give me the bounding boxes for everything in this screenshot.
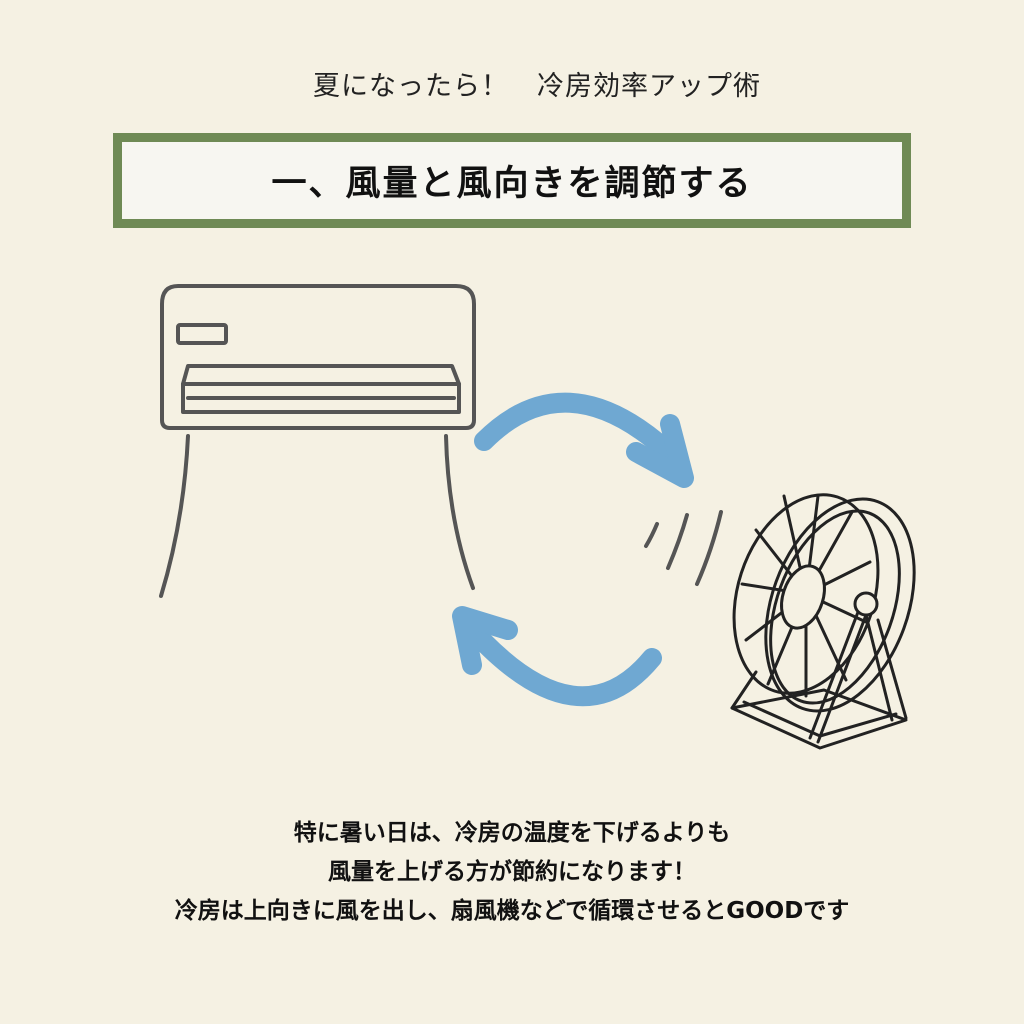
electric-fan-icon — [730, 493, 916, 750]
air-conditioner-icon — [159, 284, 476, 598]
caption-line-1: 特に暑い日は、冷房の温度を下げるよりも — [293, 820, 731, 846]
heading-title: 一、風量と風向きを調節する — [271, 163, 753, 204]
heading-box: 一、風量と風向きを調節する — [113, 133, 911, 228]
caption: 特に暑い日は、冷房の温度を下げるよりも 風量を上げる方が節約になります！ 冷房は… — [0, 814, 1024, 931]
caption-line-2: 風量を上げる方が節約になります！ — [328, 859, 696, 885]
wind-lines-icon — [644, 510, 723, 586]
page-subtitle: 夏になったら！ 冷房効率アップ術 — [313, 71, 761, 102]
airflow-arrow-icon — [474, 392, 694, 488]
airflow-arrow-icon — [452, 606, 662, 707]
caption-line-3: 冷房は上向きに風を出し、扇風機などで循環させるとGOODです — [174, 898, 850, 924]
